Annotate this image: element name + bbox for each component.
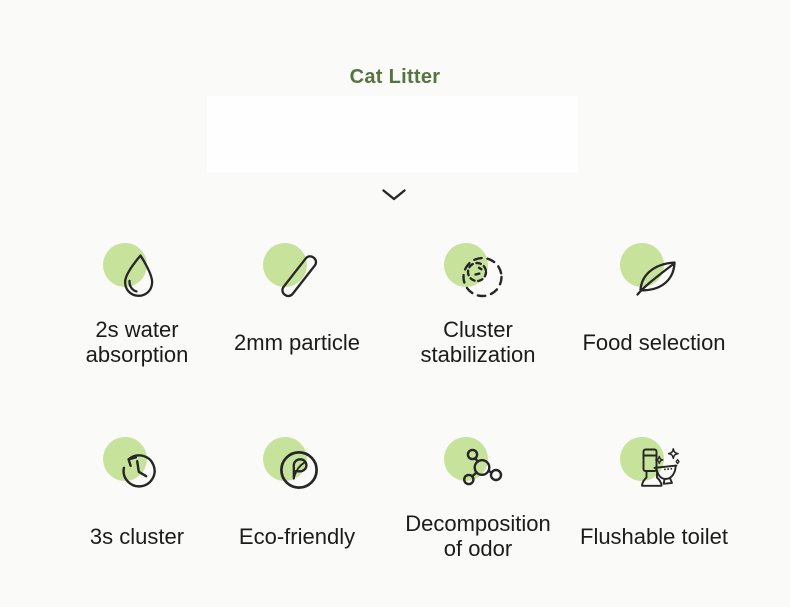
toilet-sparkle-icon — [641, 448, 680, 487]
feature-label: 2mm particle — [234, 329, 360, 355]
feature-label: 2s water absorption — [85, 317, 189, 367]
feature-icon-wrap — [383, 240, 573, 316]
leaf-icon — [636, 261, 676, 296]
feature-water-absorption: 2s water absorption — [42, 240, 232, 368]
feature-label: Food selection — [582, 329, 726, 355]
eco-leaf-circle-icon — [280, 451, 318, 489]
feature-label: Decomposition of odor — [405, 511, 551, 561]
feature-icon-wrap — [42, 434, 232, 510]
water-drop-icon — [124, 254, 154, 297]
feature-icon-wrap — [202, 434, 392, 510]
chevron-down-icon[interactable] — [381, 188, 407, 202]
feature-flushable: Flushable toilet — [559, 434, 749, 562]
feature-label: 3s cluster — [89, 523, 185, 549]
feature-eco-friendly: Eco-friendly — [202, 434, 392, 562]
feature-food-selection: Food selection — [559, 240, 749, 368]
hero-image-placeholder — [207, 96, 578, 173]
particle-stick-icon — [281, 255, 318, 298]
feature-label: Flushable toilet — [580, 523, 728, 549]
feature-odor-decomposition: Decomposition of odor — [383, 434, 573, 562]
timer-clock-icon — [122, 454, 156, 488]
feature-icon-wrap — [202, 240, 392, 316]
feature-icon-wrap — [559, 240, 749, 316]
feature-icon-wrap — [42, 240, 232, 316]
dashed-cluster-icon — [462, 256, 503, 298]
feature-particle-size: 2mm particle — [202, 240, 392, 368]
feature-cluster-stabilization: Cluster stabilization — [383, 240, 573, 368]
odor-molecule-icon — [463, 448, 503, 486]
feature-icon-wrap — [559, 434, 749, 510]
feature-label: Cluster stabilization — [420, 317, 536, 367]
page-title: Cat Litter — [349, 66, 441, 88]
feature-label: Eco-friendly — [238, 523, 356, 549]
feature-cluster-speed: 3s cluster — [42, 434, 232, 562]
feature-icon-wrap — [383, 434, 573, 510]
